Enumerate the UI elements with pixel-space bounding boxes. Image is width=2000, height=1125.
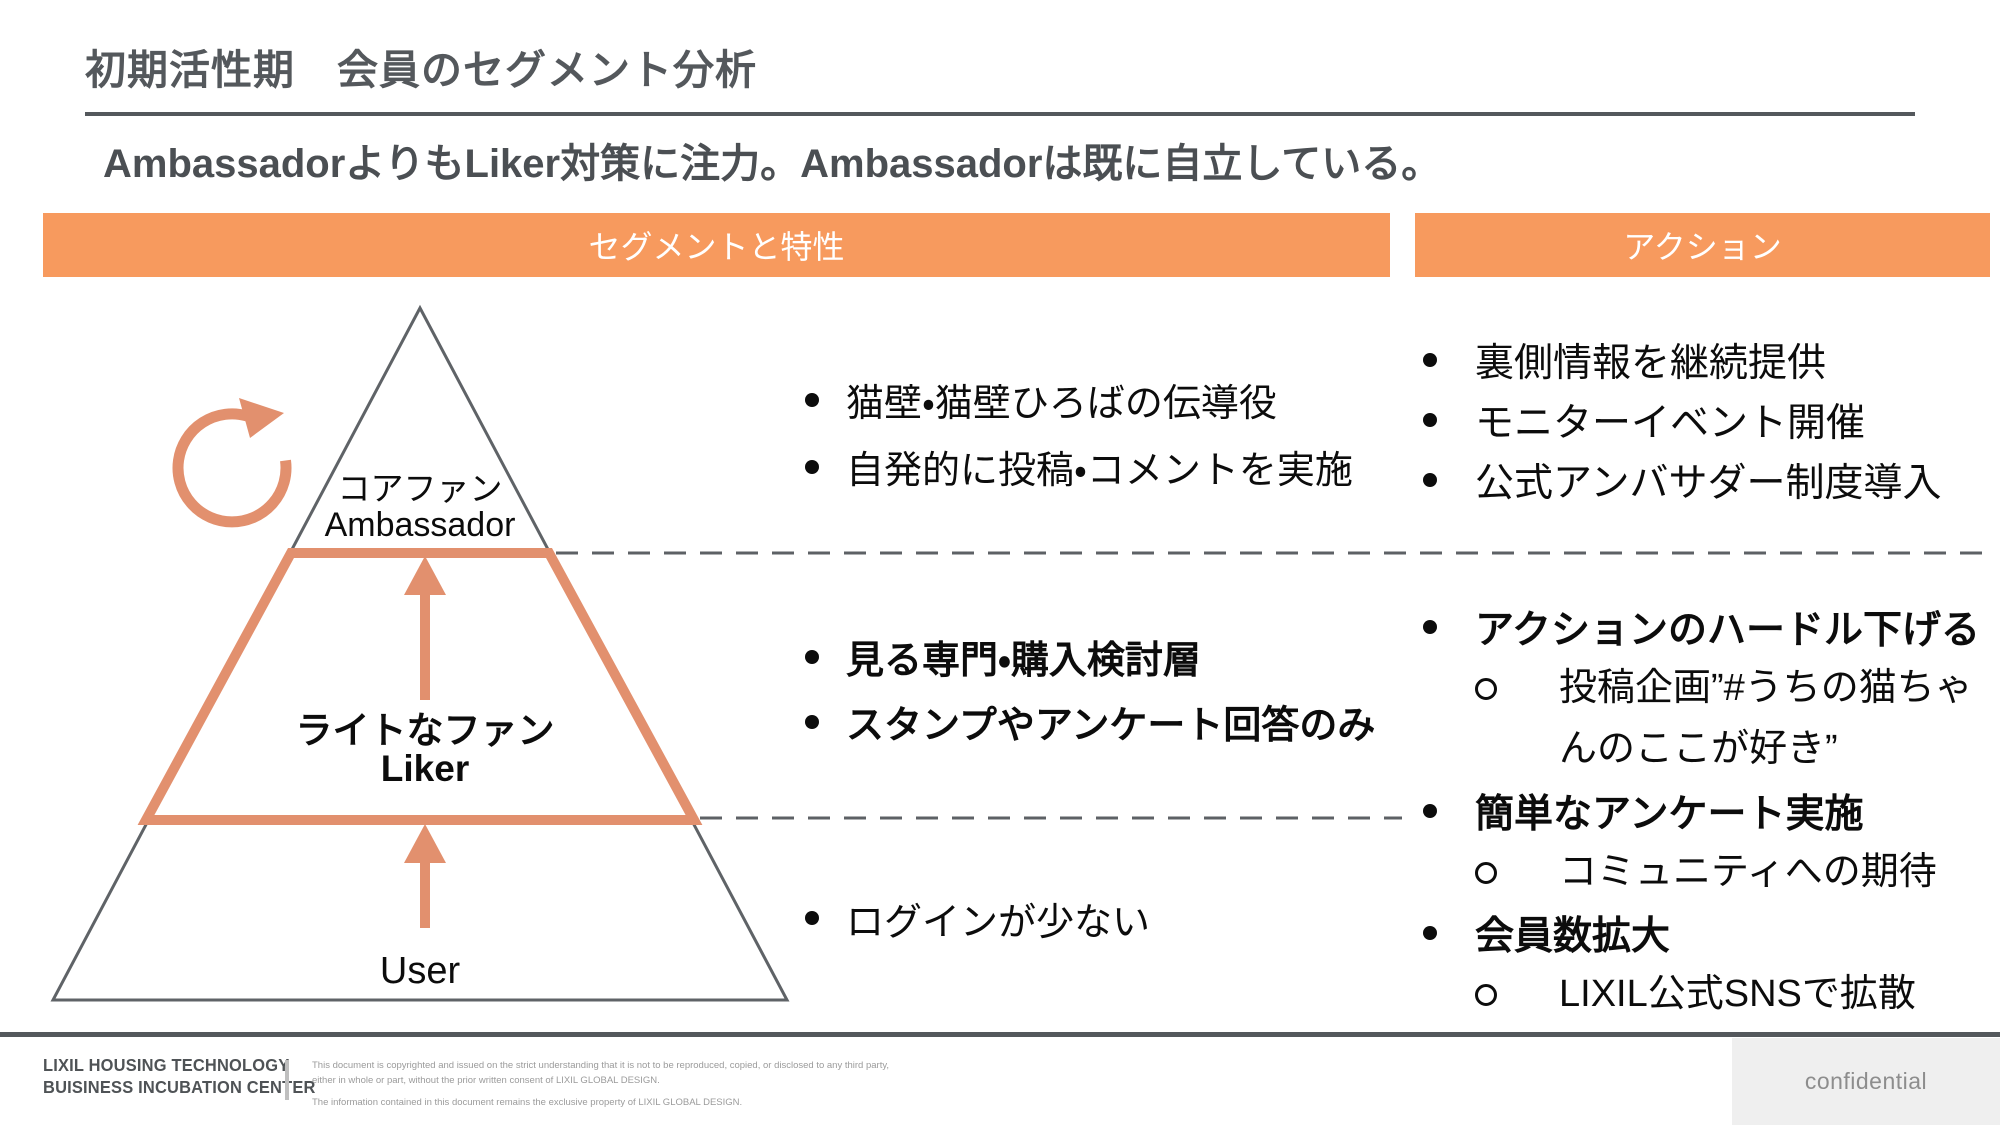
sub-action-text: LIXIL公式SNSで拡散	[1559, 973, 1916, 1015]
title-divider	[85, 112, 1915, 116]
sub-list-item: LIXIL公式SNSで拡散	[1475, 964, 1993, 1024]
list-item: 自発的に投稿・コメントを実施	[805, 433, 1425, 500]
legal-paragraph-1: This document is copyrighted and issued …	[312, 1060, 890, 1086]
action-text: アクションのハードル下げる	[1475, 609, 1981, 652]
note-text: 見る専門・購入検討層	[846, 640, 1201, 682]
sub-list-item: 投稿企画”#うちの猫ちゃんのここが好き”	[1475, 658, 1993, 780]
bullet-icon	[1423, 353, 1437, 367]
action-text: 簡単なアンケート実施	[1475, 793, 1864, 836]
organization-line2: BUISINESS INCUBATION CENTER	[43, 1077, 316, 1097]
note-text: スタンプやアンケート回答のみ	[846, 705, 1376, 747]
list-item: 猫壁・猫壁ひろばの伝導役	[805, 366, 1425, 433]
list-item: アクションのハードル下げる	[1423, 596, 1993, 658]
list-item: 公式アンバサダー制度導入	[1423, 450, 1993, 510]
legal-paragraph-2: The information contained in this docume…	[312, 1097, 743, 1108]
note-text: 猫壁・猫壁ひろばの伝導役	[846, 383, 1277, 425]
organization-name: LIXIL HOUSING TECHNOLOGY BUISINESS INCUB…	[43, 1054, 316, 1098]
liker-level-label-en: Liker	[380, 748, 470, 789]
key-message: AmbassadorよりもLiker対策に注力。Ambassadorは既に自立し…	[103, 142, 1442, 186]
legal-notice: This document is copyrighted and issued …	[312, 1058, 912, 1110]
footer-divider-line	[0, 1032, 2000, 1037]
sub-bullet-icon	[1475, 984, 1497, 1006]
liker-notes: 見る専門・購入検討層 スタンプやアンケート回答のみ	[805, 624, 1425, 754]
bullet-icon	[805, 459, 819, 474]
liker-user-actions: アクションのハードル下げる 投稿企画”#うちの猫ちゃんのここが好き” 簡単なアン…	[1423, 596, 1993, 1024]
bullet-icon	[1423, 473, 1437, 487]
confidential-badge: confidential	[1732, 1038, 2000, 1125]
bullet-icon	[1423, 926, 1437, 940]
list-item: ログインが少ない	[805, 897, 1425, 944]
ambassador-level-label-en: Ambassador	[324, 506, 516, 544]
bullet-icon	[805, 911, 819, 925]
list-item: 簡単なアンケート実施	[1423, 780, 1993, 842]
bullet-icon	[1423, 413, 1437, 427]
bullet-icon	[805, 714, 819, 729]
list-item: スタンプやアンケート回答のみ	[805, 689, 1425, 754]
list-item: 会員数拡大	[1423, 902, 1993, 964]
organization-line1: LIXIL HOUSING TECHNOLOGY	[43, 1055, 290, 1075]
liker-to-ambassador-arrow	[404, 556, 446, 700]
actions-header-bar: アクション	[1415, 213, 1990, 277]
ambassador-notes: 猫壁・猫壁ひろばの伝導役 自発的に投稿・コメントを実施	[805, 366, 1425, 500]
actions-header-label: アクション	[1623, 229, 1782, 265]
confidential-label: confidential	[1804, 1068, 1928, 1094]
user-level-label: User	[379, 950, 461, 992]
bullet-icon	[805, 392, 819, 407]
sub-bullet-icon	[1475, 862, 1497, 884]
pyramid-outline	[50, 304, 790, 1002]
note-text: 自発的に投稿・コメントを実施	[846, 450, 1353, 492]
action-text: 裏側情報を継続提供	[1475, 342, 1827, 385]
segments-header-bar: セグメントと特性	[43, 213, 1390, 277]
bullet-icon	[805, 649, 819, 664]
page-title: 初期活性期 会員のセグメント分析	[85, 47, 757, 93]
ambassador-actions: 裏側情報を継続提供 モニターイベント開催 公式アンバサダー制度導入	[1423, 330, 1993, 510]
sub-action-text: 投稿企画”#うちの猫ちゃんのここが好き”	[1559, 667, 1973, 770]
footer-vertical-divider	[285, 1060, 289, 1100]
note-text: ログインが少ない	[846, 901, 1151, 944]
user-notes: ログインが少ない	[805, 897, 1425, 944]
list-item: モニターイベント開催	[1423, 390, 1993, 450]
sub-bullet-icon	[1475, 678, 1497, 700]
user-to-liker-arrow	[404, 824, 446, 928]
liker-level-label-ja: ライトなファン	[295, 710, 555, 751]
segments-header-label: セグメントと特性	[588, 229, 845, 265]
sub-list-item: コミュニティへの期待	[1475, 842, 1993, 902]
sub-action-text: コミュニティへの期待	[1559, 851, 1937, 893]
ambassador-level-label-ja: コアファン	[337, 470, 503, 507]
list-item: 見る専門・購入検討層	[805, 624, 1425, 689]
action-text: モニターイベント開催	[1475, 402, 1866, 445]
list-item: 裏側情報を継続提供	[1423, 330, 1993, 390]
bullet-icon	[1423, 620, 1437, 634]
bullet-icon	[1423, 804, 1437, 818]
action-text: 会員数拡大	[1475, 915, 1671, 958]
action-text: 公式アンバサダー制度導入	[1475, 462, 1942, 505]
